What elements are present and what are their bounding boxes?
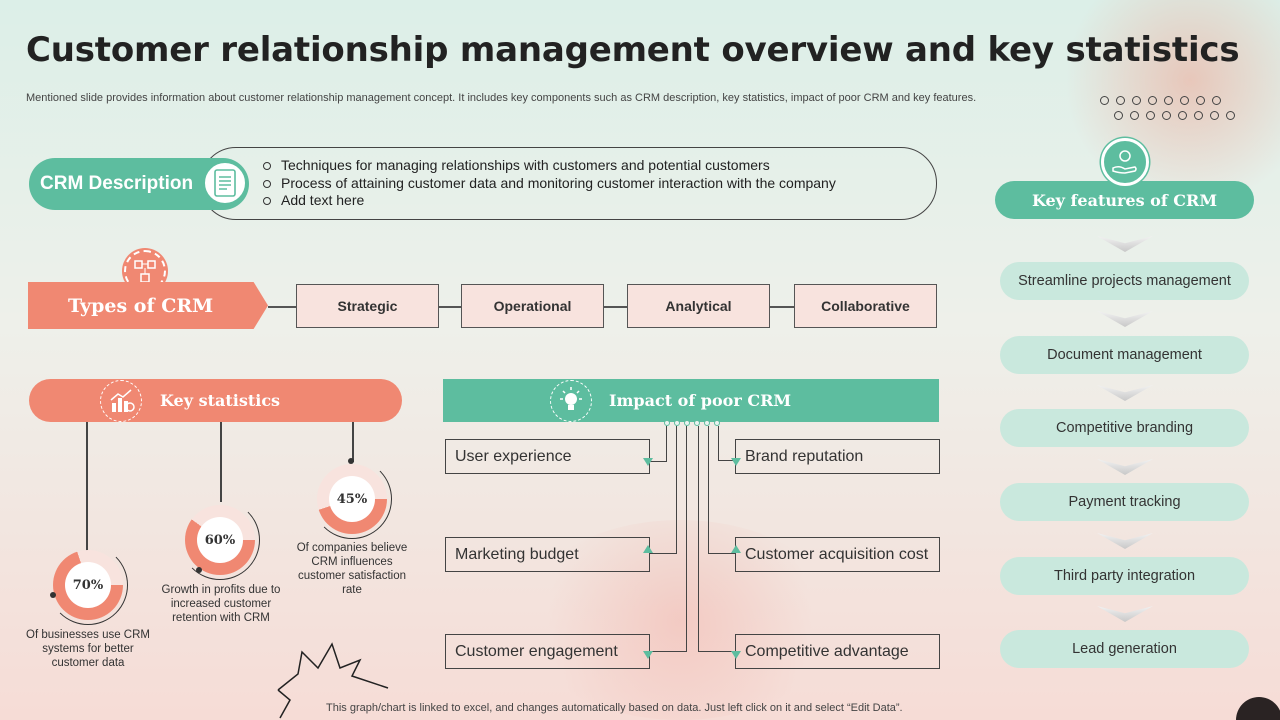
connector-line <box>439 306 461 308</box>
crm-description-bullet: Techniques for managing relationships wi… <box>263 157 936 175</box>
connector-line <box>86 422 88 592</box>
connector-line <box>708 553 736 555</box>
connector-dot <box>50 592 56 598</box>
key-feature-item: Payment tracking <box>1000 483 1249 521</box>
stat-value: 70% <box>65 562 111 608</box>
connector-line <box>698 426 700 652</box>
chevron-down-icon <box>1097 533 1153 549</box>
impact-of-poor-crm-label: Impact of poor CRM <box>443 379 939 422</box>
stat-value: 60% <box>197 517 243 563</box>
connector-dot <box>704 420 710 426</box>
decorative-dots <box>1100 96 1240 126</box>
impact-customer-acquisition-cost: Customer acquisition cost <box>735 537 940 572</box>
connector-dot <box>684 420 690 426</box>
connector-dot <box>196 567 202 573</box>
connector-dot <box>694 420 700 426</box>
connector-dot <box>664 420 670 426</box>
connector-line <box>686 426 688 652</box>
chevron-down-icon <box>1097 311 1153 327</box>
connector-line <box>352 422 354 462</box>
impact-user-experience: User experience <box>445 439 650 474</box>
page-title: Customer relationship management overvie… <box>26 30 1240 70</box>
arrow-down-icon <box>643 458 653 466</box>
connector-line <box>604 306 627 308</box>
key-feature-item: Third party integration <box>1000 557 1249 595</box>
connector-line <box>698 651 736 653</box>
crm-type-strategic: Strategic <box>296 284 439 328</box>
arrow-down-icon <box>643 651 653 659</box>
connector-line <box>718 426 720 461</box>
stat-donut-45: 45% <box>317 464 387 534</box>
chevron-down-icon <box>1097 385 1153 401</box>
crm-description-bullet: Add text here <box>263 192 936 210</box>
connector-line <box>708 426 710 554</box>
stat-description: Growth in profits due to increased custo… <box>161 584 281 624</box>
connector-line <box>676 426 678 554</box>
impact-marketing-budget: Marketing budget <box>445 537 650 572</box>
stat-donut-70: 70% <box>53 550 123 620</box>
connector-dot <box>348 458 354 464</box>
impact-brand-reputation: Brand reputation <box>735 439 940 474</box>
connector-line <box>650 651 687 653</box>
key-statistics-label: Key statistics <box>29 379 402 422</box>
lightbulb-icon <box>550 380 592 422</box>
chevron-down-icon <box>1097 459 1153 475</box>
arrow-down-icon <box>731 651 741 659</box>
connector-line <box>718 460 736 462</box>
chevron-down-icon <box>1097 606 1153 622</box>
connector-dot <box>714 420 720 426</box>
stat-description: Of companies believe CRM influences cust… <box>296 542 408 596</box>
crm-type-operational: Operational <box>461 284 604 328</box>
chevron-down-icon <box>1097 236 1153 252</box>
crm-description-bullet: Process of attaining customer data and m… <box>263 175 936 193</box>
decorative-corner-circle <box>1236 697 1280 720</box>
connector-line <box>650 553 677 555</box>
arrow-up-icon <box>731 545 741 553</box>
impact-customer-engagement: Customer engagement <box>445 634 650 669</box>
arrow-down-icon <box>731 458 741 466</box>
stat-value: 45% <box>329 476 375 522</box>
key-feature-item: Competitive branding <box>1000 409 1249 447</box>
document-icon <box>202 160 248 206</box>
connector-line <box>268 306 296 308</box>
connector-line <box>650 461 667 463</box>
hand-icon <box>1101 138 1149 186</box>
impact-competitive-advantage: Competitive advantage <box>735 634 940 669</box>
types-of-crm-label: Types of CRM <box>28 282 268 329</box>
connector-line <box>666 426 668 461</box>
stat-donut-60: 60% <box>185 505 255 575</box>
crm-type-analytical: Analytical <box>627 284 770 328</box>
footer-note: This graph/chart is linked to excel, and… <box>326 702 903 714</box>
crm-description-box: Techniques for managing relationships wi… <box>200 147 937 220</box>
key-feature-item: Lead generation <box>1000 630 1249 668</box>
starburst-icon <box>277 642 389 719</box>
key-feature-item: Streamline projects management <box>1000 262 1249 300</box>
arrow-up-icon <box>643 545 653 553</box>
connector-dot <box>674 420 680 426</box>
bar-chart-icon <box>100 380 142 422</box>
crm-type-collaborative: Collaborative <box>794 284 937 328</box>
connector-line <box>220 422 222 502</box>
key-features-label: Key features of CRM <box>995 181 1254 219</box>
key-feature-item: Document management <box>1000 336 1249 374</box>
stat-description: Of businesses use CRM systems for better… <box>26 629 150 669</box>
connector-line <box>770 306 794 308</box>
page-subtitle: Mentioned slide provides information abo… <box>26 92 977 104</box>
